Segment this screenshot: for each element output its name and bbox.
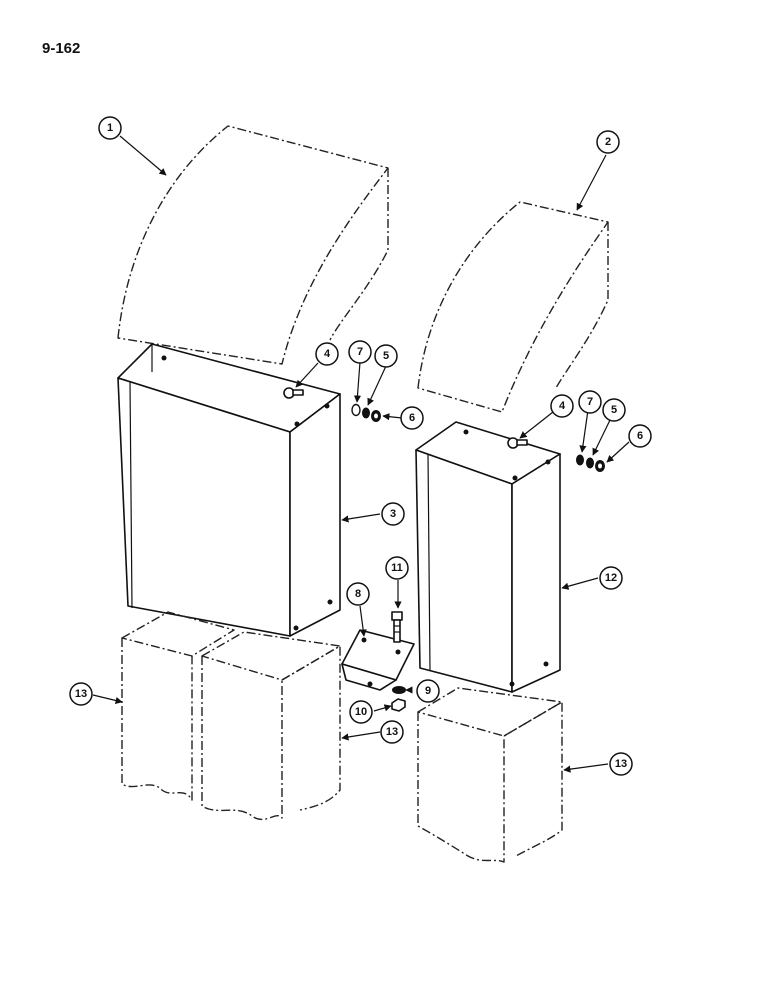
bolt-4a [283, 387, 304, 399]
callout-12: 12 [599, 566, 623, 590]
bracket-8 [341, 629, 415, 691]
nut-10 [391, 698, 406, 712]
callout-3: 3 [381, 502, 405, 526]
lower-section-13c [417, 687, 563, 863]
svg-text:5: 5 [611, 404, 617, 416]
callout-7a: 7 [348, 340, 372, 364]
bolt-11 [391, 611, 403, 643]
svg-text:6: 6 [409, 412, 415, 424]
callout-6b: 6 [628, 424, 652, 448]
leader-lines [92, 135, 630, 773]
callout-10: 10 [349, 700, 373, 724]
curved-cover-1 [117, 125, 389, 365]
callout-6a: 6 [400, 406, 424, 430]
lower-section-13b [201, 631, 341, 821]
svg-text:1: 1 [107, 122, 113, 134]
svg-text:11: 11 [391, 562, 403, 574]
svg-text:13: 13 [386, 726, 398, 738]
callout-9: 9 [416, 679, 440, 703]
svg-text:4: 4 [324, 348, 331, 360]
lockwasher-5a [362, 407, 370, 419]
svg-text:6: 6 [637, 430, 643, 442]
callout-1: 1 [98, 116, 122, 140]
box-3 [117, 343, 341, 637]
svg-text:5: 5 [383, 350, 389, 362]
box-12 [415, 421, 561, 693]
nut-6a [371, 410, 381, 422]
svg-text:13: 13 [75, 688, 87, 700]
nut-6b [595, 460, 605, 472]
svg-text:7: 7 [357, 346, 363, 358]
svg-text:8: 8 [355, 588, 361, 600]
svg-text:2: 2 [605, 136, 611, 148]
lower-section-13a [121, 611, 235, 801]
callout-2: 2 [596, 130, 620, 154]
callout-8: 8 [346, 582, 370, 606]
lockwasher-5b [586, 457, 594, 469]
callout-5b: 5 [602, 398, 626, 422]
callout-13c: 13 [609, 752, 633, 776]
callout-4b: 4 [550, 394, 574, 418]
svg-text:10: 10 [355, 706, 367, 718]
svg-text:12: 12 [605, 572, 617, 584]
svg-text:3: 3 [390, 508, 396, 520]
callout-5a: 5 [374, 344, 398, 368]
svg-text:7: 7 [587, 396, 593, 408]
bolt-4b [507, 437, 528, 449]
washer-7b [576, 454, 584, 466]
callout-13a: 13 [69, 682, 93, 706]
svg-text:4: 4 [559, 400, 566, 412]
svg-text:13: 13 [615, 758, 627, 770]
washer-7a [351, 403, 361, 417]
callout-13b: 13 [380, 720, 404, 744]
washer-9 [392, 686, 406, 694]
callout-7b: 7 [578, 390, 602, 414]
svg-text:9: 9 [425, 685, 431, 697]
callout-11: 11 [385, 556, 409, 580]
curved-cover-2 [417, 201, 609, 413]
page-number: 9-162 [42, 40, 81, 57]
callout-4a: 4 [315, 342, 339, 366]
